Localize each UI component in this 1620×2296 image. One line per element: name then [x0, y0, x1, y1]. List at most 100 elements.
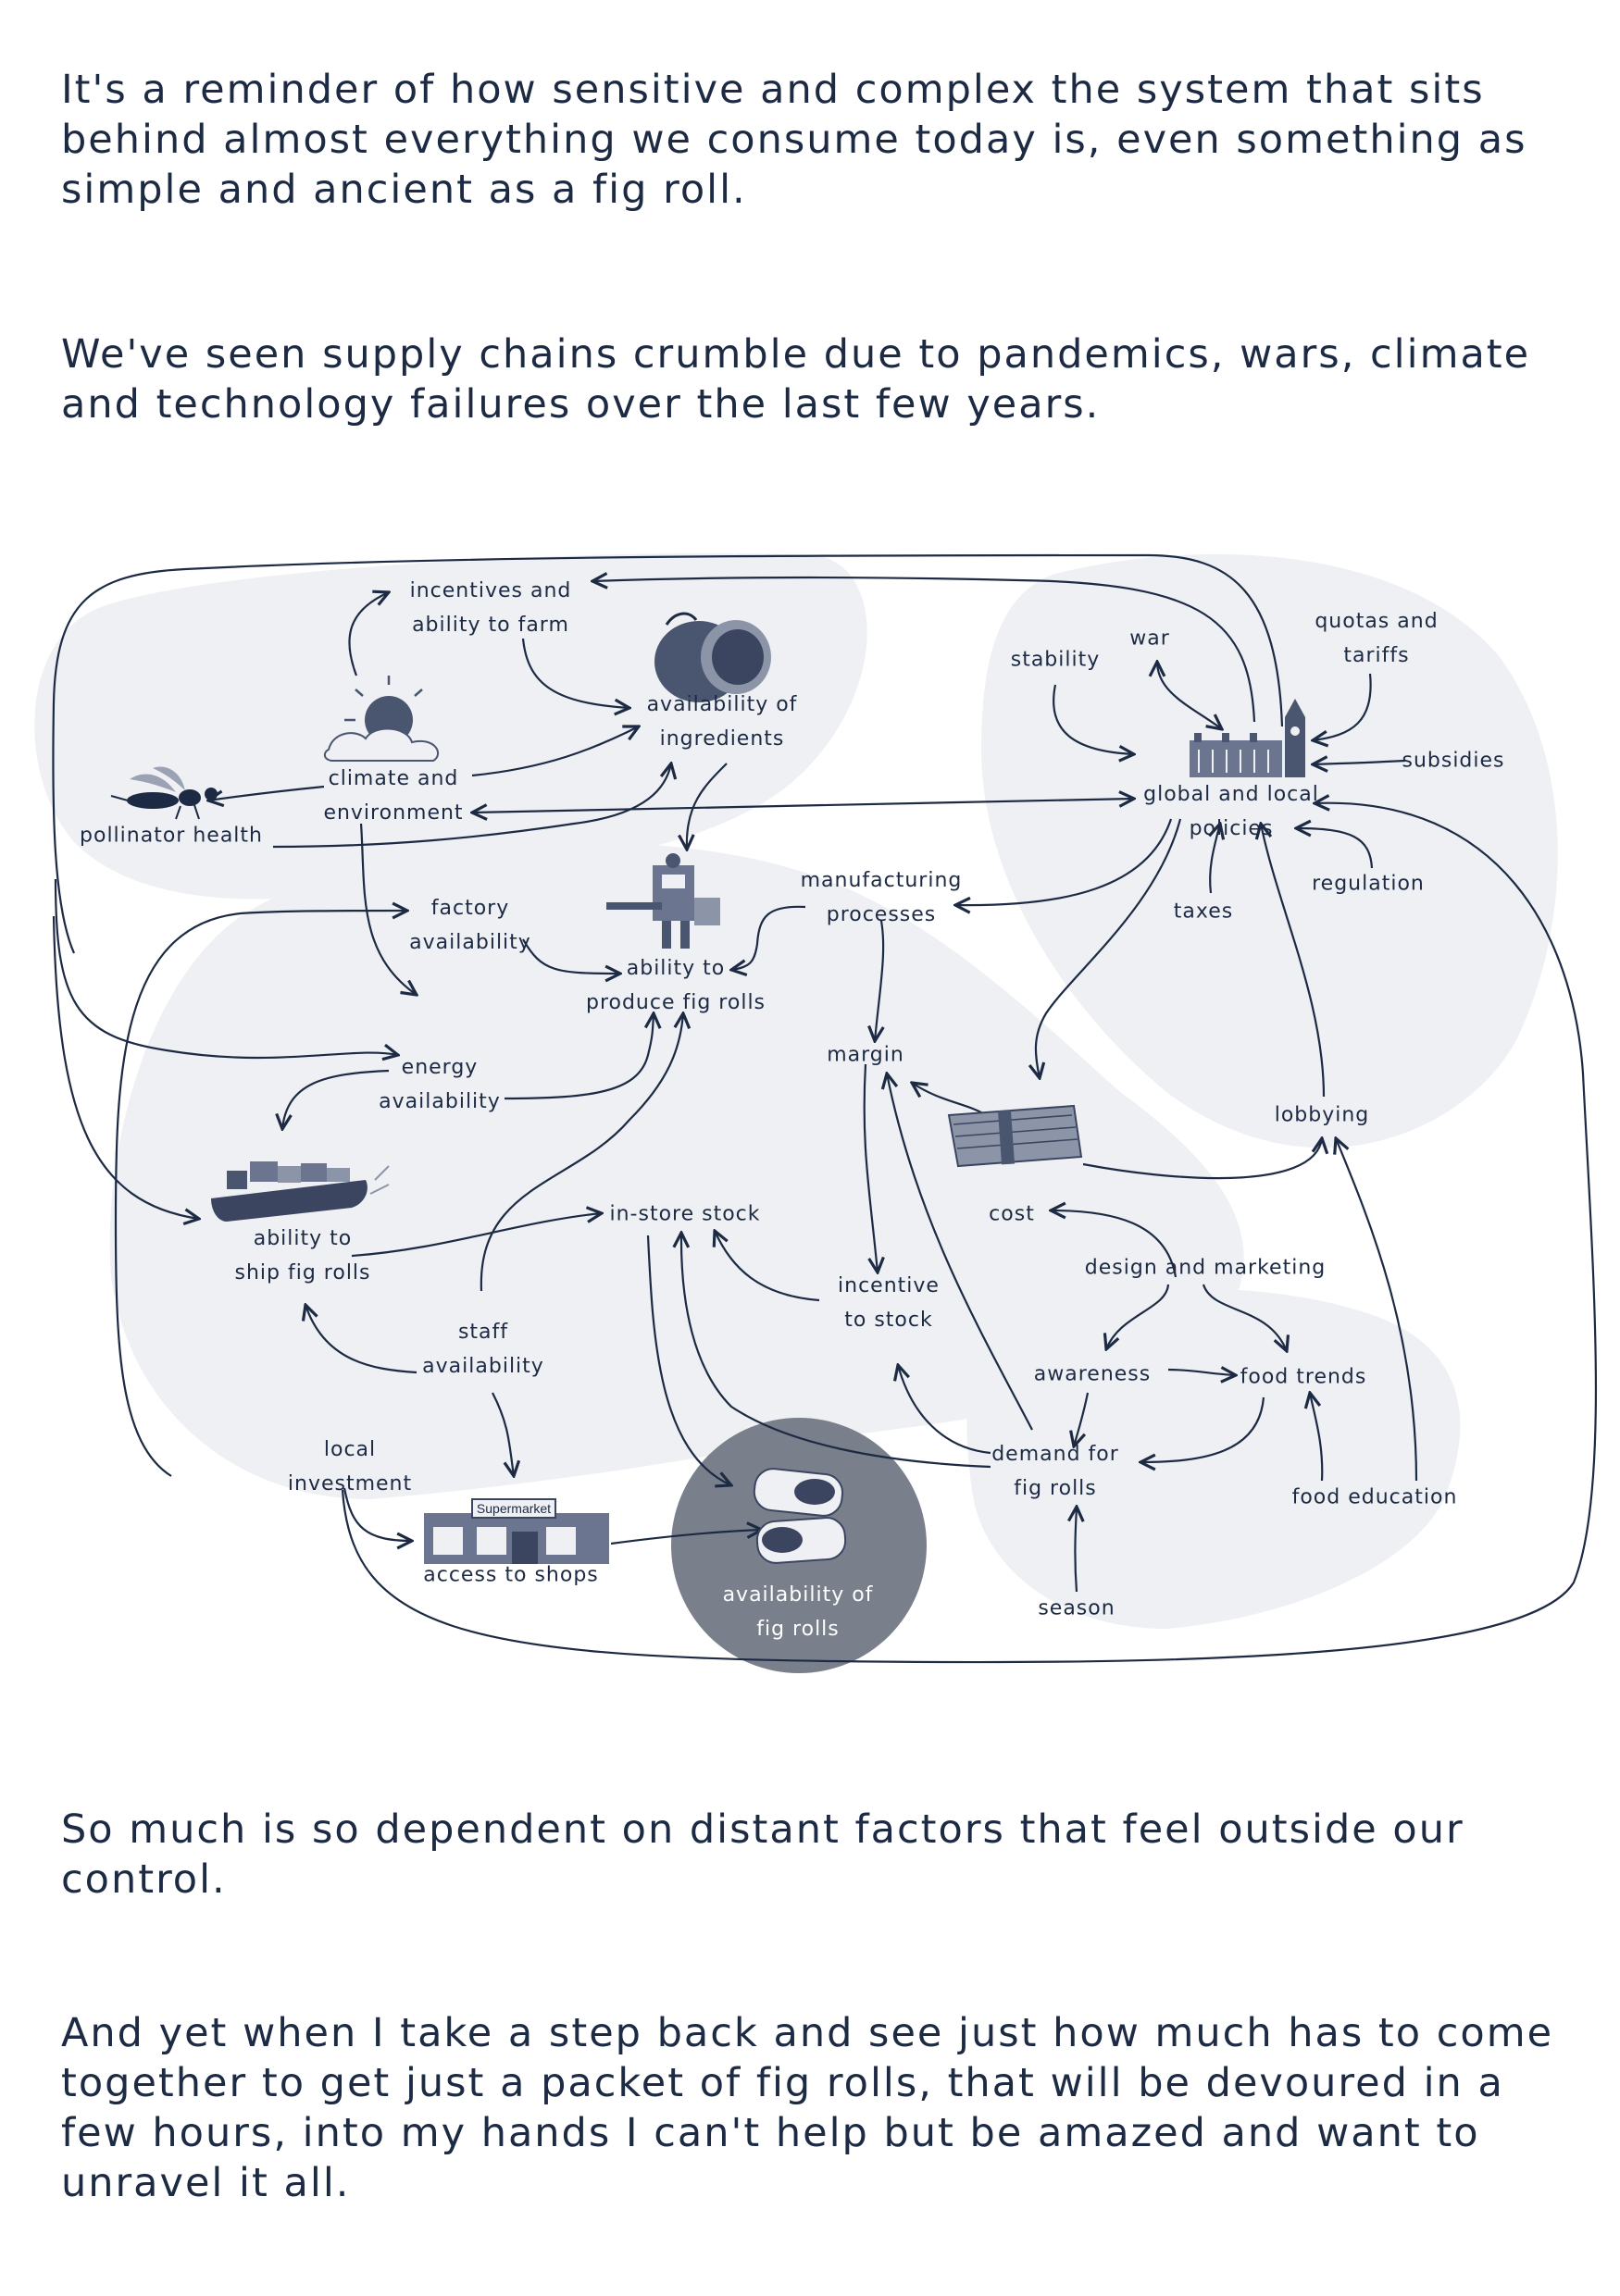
edge-factory-to-produce	[522, 938, 620, 974]
supermarket-icon: Supermarket	[424, 1498, 609, 1564]
edge-energy-to-ship	[282, 1069, 390, 1129]
edge-shops-to-figrolls	[610, 1530, 762, 1545]
edge-taxes-to-policies	[1210, 824, 1220, 894]
edge-policies-to-incentives	[592, 577, 1256, 723]
edge-outer-loop-to-policies	[341, 803, 1598, 1664]
node-margin: margin	[827, 1043, 904, 1067]
edge-awareness-to-trends	[1167, 1370, 1236, 1375]
edge-manufacturing-to-produce	[731, 905, 806, 970]
edge-demand-to-instore	[681, 1233, 991, 1469]
edge-local-to-shops	[343, 1487, 412, 1541]
supply-chain-paragraph: We've seen supply chains crumble due to …	[61, 331, 1531, 428]
node-produce: ability to produce fig rolls	[585, 957, 766, 1014]
edge-outer-to-factory	[114, 911, 407, 1477]
node-incentive-stock: incentive to stock	[838, 1274, 940, 1332]
node-energy: energy availability	[379, 1056, 501, 1113]
edge-trends-to-demand	[1140, 1396, 1265, 1462]
edge-incentives-to-ingredients	[521, 638, 629, 708]
money-icon	[947, 1104, 1083, 1168]
fig-roll-icon	[753, 1468, 847, 1564]
intro-paragraph: It's a reminder of how sensitive and com…	[61, 67, 1527, 213]
edge-climate-to-ingredients	[471, 726, 639, 777]
edge-staff-to-shops	[492, 1392, 514, 1476]
node-regulation: regulation	[1312, 872, 1425, 896]
edge-outer-loop-top	[52, 553, 1284, 954]
node-education: food education	[1291, 1485, 1458, 1509]
fig-roll-system-diagram: Supermarket incentives and ability to fa…	[0, 518, 1620, 1721]
edge-design-to-awareness	[1106, 1284, 1170, 1349]
distant-factors-paragraph: So much is so dependent on distant facto…	[61, 1806, 1464, 1903]
node-taxes: taxes	[1173, 900, 1234, 924]
edge-manufacturing-to-margin	[875, 920, 883, 1041]
edge-policies-climate-both	[472, 799, 1134, 813]
edge-awareness-to-demand	[1074, 1392, 1090, 1446]
demand-region	[966, 1288, 1461, 1629]
fig-icon	[654, 612, 771, 702]
edge-subsidies-to-policies	[1313, 761, 1406, 764]
edge-staff-to-produce	[480, 1013, 683, 1292]
edge-instore-to-figrolls	[646, 1235, 731, 1485]
edge-season-to-demand	[1075, 1507, 1077, 1593]
node-lobbying: lobbying	[1274, 1103, 1370, 1127]
edge-climate-to-incentives	[348, 592, 389, 676]
node-staff: staff availability	[422, 1321, 544, 1378]
wasp-icon	[110, 766, 218, 820]
closing-paragraph: And yet when I take a step back and see …	[61, 2010, 1554, 2206]
edge-energy-to-produce	[504, 1013, 654, 1100]
node-local: local investment	[287, 1438, 413, 1496]
edge-design-to-cost	[1051, 1210, 1178, 1278]
node-design: design and marketing	[1084, 1256, 1327, 1280]
sun-cloud-icon	[323, 676, 439, 762]
edge-demand-to-margin	[887, 1074, 1033, 1431]
node-ingredients: availability of ingredients	[646, 693, 798, 751]
edge-lobbying-to-policies	[1261, 824, 1326, 1098]
node-factory: factory availability	[409, 897, 531, 954]
node-awareness: awareness	[1033, 1362, 1152, 1386]
node-figrolls: availability of fig rolls	[722, 1583, 874, 1641]
node-instore: in-store stock	[609, 1202, 761, 1226]
diagram-edges	[52, 553, 1598, 1664]
edge-stability-to-policies	[1053, 684, 1134, 754]
parliament-icon	[1190, 699, 1305, 777]
edge-education-to-trends	[1310, 1393, 1324, 1482]
node-pollinator: pollinator health	[80, 824, 263, 848]
edge-education-to-lobbying	[1336, 1138, 1418, 1482]
edge-war-to-policies	[1157, 662, 1222, 729]
edge-quotas-to-policies	[1313, 673, 1372, 740]
node-manufacturing: manufacturing processes	[800, 869, 963, 926]
node-policies: global and local policies	[1143, 783, 1319, 840]
node-demand: demand for fig rolls	[991, 1443, 1119, 1500]
node-ship: ability to ship fig rolls	[234, 1227, 371, 1285]
edge-design-to-trends	[1202, 1284, 1287, 1351]
edge-policies-to-cost	[1036, 818, 1182, 1078]
edge-outer-to-ship	[52, 915, 199, 1219]
edge-regulation-to-policies	[1296, 828, 1374, 869]
node-cost: cost	[989, 1202, 1035, 1226]
edge-ship-to-instore	[351, 1213, 602, 1258]
edge-cost-to-lobbying	[1082, 1138, 1322, 1180]
edge-climate-to-energy	[359, 823, 417, 995]
edge-policies-to-manufacturing	[955, 818, 1173, 905]
boat-icon	[211, 1161, 390, 1222]
node-war: war	[1129, 627, 1170, 651]
edge-staff-to-ship	[305, 1305, 417, 1374]
edge-ingredients-to-produce	[687, 763, 728, 850]
production-region	[109, 842, 1244, 1499]
policy-region	[981, 553, 1558, 1148]
node-quotas: quotas and tariffs	[1315, 610, 1439, 667]
node-stability: stability	[1010, 648, 1101, 672]
edge-demand-to-incentive	[898, 1365, 991, 1455]
node-climate: climate and environment	[323, 767, 464, 825]
diagram-canvas: Supermarket	[34, 553, 1598, 1673]
edge-outer-to-energy	[54, 878, 398, 1058]
node-season: season	[1038, 1596, 1115, 1620]
machine-icon	[606, 853, 720, 949]
edge-climate-to-pollinator	[208, 785, 325, 800]
edge-margin-to-incentive	[863, 1063, 878, 1272]
node-incentives: incentives and ability to farm	[409, 579, 572, 637]
node-trends: food trends	[1240, 1365, 1367, 1389]
node-shops: access to shops	[423, 1563, 599, 1587]
supermarket-sign: Supermarket	[477, 1501, 551, 1516]
node-subsidies: subsidies	[1402, 749, 1505, 773]
edge-incentive-to-instore	[715, 1231, 820, 1302]
